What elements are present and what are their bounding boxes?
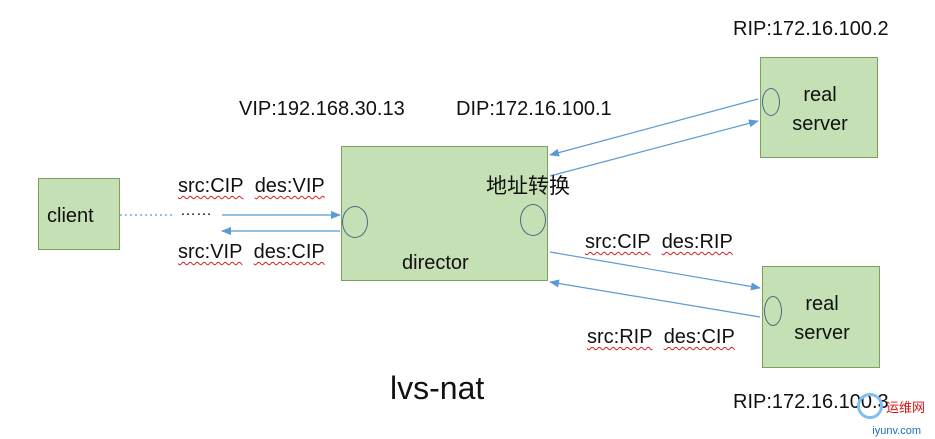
real-server-bottom-label-line2: server: [794, 322, 850, 344]
arrow-real-bottom-to-director: [549, 279, 761, 318]
director-node: director: [341, 146, 548, 281]
director-label: director: [402, 252, 469, 274]
edge-src: src:VIP: [178, 241, 243, 263]
rip-top-label: RIP:172.16.100.2: [733, 18, 889, 40]
edge-label-client-to-director: src:CIP des:VIP: [178, 176, 325, 196]
director-vip-port: [342, 206, 368, 238]
real-server-top-node: real server: [760, 57, 878, 158]
watermark-url: iyunv.com: [872, 425, 921, 437]
arrow-real-top-to-director: [549, 98, 759, 157]
client-node: client: [38, 178, 120, 250]
diagram-title: lvs-nat: [390, 370, 485, 406]
rip-bottom-label: RIP:172.16.100.3: [733, 391, 889, 413]
edge-label-director-to-real: src:CIP des:RIP: [585, 232, 733, 252]
edge-des: des:RIP: [661, 231, 733, 253]
arrow-director-to-real-top: [549, 119, 759, 177]
arrow-director-to-real-bottom: [549, 251, 761, 291]
edge-label-director-to-client: src:VIP des:CIP: [178, 242, 325, 262]
real-server-bottom-node: real server: [762, 266, 880, 368]
edge-src: src:CIP: [585, 231, 651, 253]
watermark-text: 运维网: [885, 400, 925, 416]
edge-src: src:RIP: [587, 326, 653, 348]
real-server-top-port: [762, 88, 780, 116]
client-label: client: [47, 205, 94, 227]
edge-src: src:CIP: [178, 175, 244, 197]
nat-label: 地址转换: [486, 174, 570, 198]
real-server-bottom-label-line1: real: [805, 293, 839, 315]
edge-des: des:VIP: [254, 175, 325, 197]
real-server-top-label-line1: real: [803, 84, 837, 106]
ellipsis-label: ……: [180, 202, 212, 219]
dip-label: DIP:172.16.100.1: [456, 98, 612, 120]
watermark: 运维网: [856, 393, 925, 419]
director-dip-port: [520, 204, 546, 236]
edge-label-real-to-director: src:RIP des:CIP: [587, 327, 735, 347]
edge-des: des:CIP: [253, 241, 325, 263]
real-server-top-label-line2: server: [792, 113, 848, 135]
watermark-logo-icon: [856, 393, 883, 419]
vip-label: VIP:192.168.30.13: [239, 98, 405, 120]
real-server-bottom-port: [764, 296, 782, 326]
edge-des: des:CIP: [663, 326, 735, 348]
